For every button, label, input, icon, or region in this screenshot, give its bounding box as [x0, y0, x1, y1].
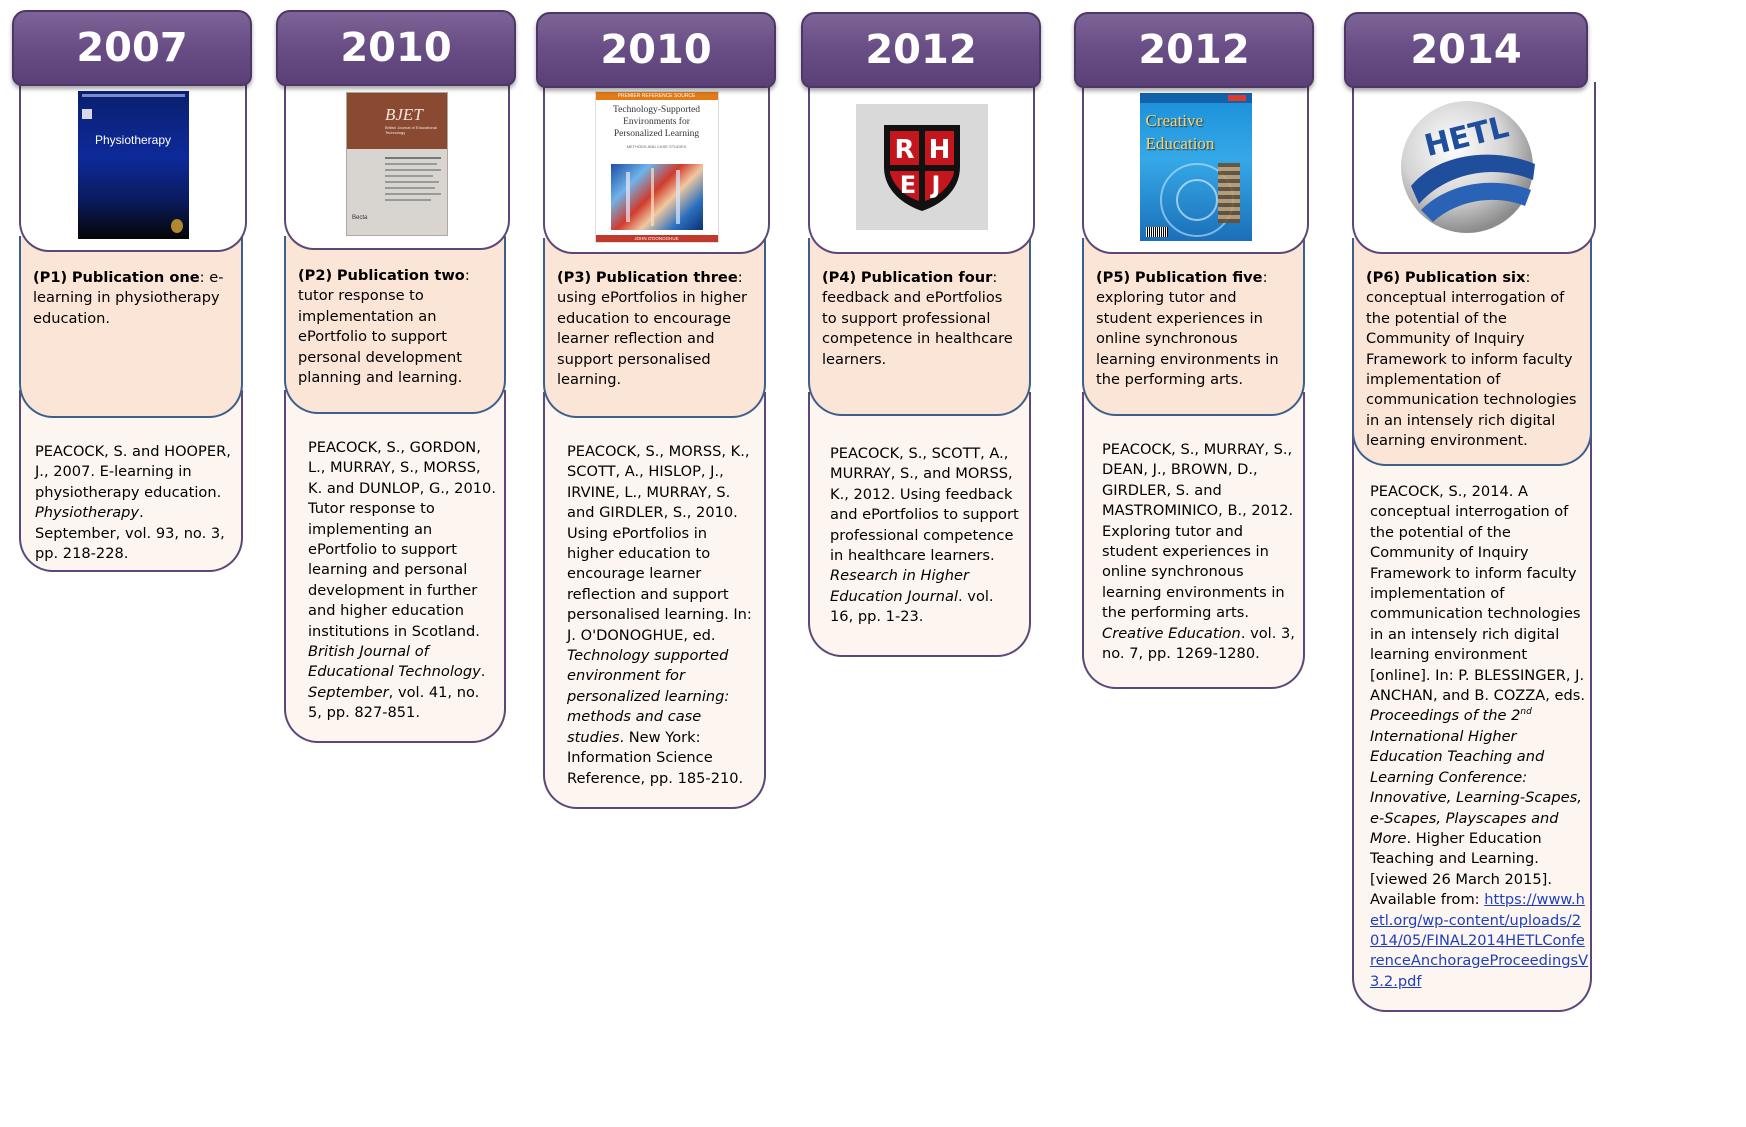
shield-icon: R H E J	[883, 125, 960, 211]
publication-code: (P1)	[33, 269, 68, 286]
reference-text: . Higher Education Teaching and Learning…	[1370, 829, 1552, 909]
journal-name: Research in Higher Education Journal	[830, 567, 970, 605]
journal-name: British Journal of Educational Technolog…	[308, 643, 481, 681]
proceedings-title: Proceedings of the 2	[1370, 707, 1521, 725]
publication-title: : feedback and ePortfolios to support pr…	[822, 269, 1013, 368]
publication-title: : conceptual interrogation of the potent…	[1366, 269, 1577, 450]
reference-box: PEACOCK, S., GORDON, L., MURRAY, S., MOR…	[284, 390, 506, 743]
reference-box: PEACOCK, S., 2014. A conceptual interrog…	[1352, 432, 1592, 1012]
publication-code: (P6)	[1366, 269, 1401, 286]
reference-box: PEACOCK, S., MORSS, K., SCOTT, A., HISLO…	[543, 392, 766, 809]
publication-title: : exploring tutor and student experience…	[1096, 269, 1279, 389]
cover-title: BJET	[385, 105, 423, 124]
globe-icon: HETL	[1401, 101, 1535, 233]
rhej-shield-logo: R H E J	[855, 104, 988, 230]
publication-code: (P4)	[822, 269, 857, 286]
reference-text: , vol. 41, no. 5, pp. 827-851.	[308, 683, 480, 722]
reference-box: PEACOCK, S., SCOTT, A., MURRAY, S., and …	[808, 392, 1031, 657]
cover-subtitle: METHODS AND CASE STUDIES	[626, 144, 687, 149]
publication-title-box: (P6) Publication six: conceptual interro…	[1352, 238, 1592, 466]
publication-code: (P5)	[1096, 269, 1131, 286]
logo-letter: J	[929, 171, 940, 199]
publication-label: Publication one	[71, 269, 200, 286]
journal-issue-month: September	[308, 683, 389, 701]
publication-label: Publication three	[595, 269, 738, 286]
publication-label: Publication five	[1134, 269, 1263, 286]
year-tab: 2007	[12, 10, 252, 86]
reference-text: PEACOCK, S., MURRAY, S., DEAN, J., BROWN…	[1102, 441, 1294, 622]
cover-title: Physiotherapy	[94, 133, 172, 147]
cover-image-frame: Physiotherapy	[19, 80, 247, 252]
reference-text: .	[480, 663, 486, 681]
creative-education-journal-cover: Creative Education	[1139, 93, 1252, 241]
reference-text: PEACOCK, S., MORSS, K., SCOTT, A., HISLO…	[567, 443, 752, 644]
book-title: Technology supported environment for per…	[567, 647, 730, 746]
cover-author: JOHN O'DONOGHUE	[595, 235, 718, 242]
publication-label: Publication six	[1404, 269, 1526, 286]
publication-title: : using ePortfolios in higher education …	[557, 269, 748, 389]
logo-letter: R	[894, 135, 914, 165]
cover-title: Creative Education	[1145, 111, 1215, 153]
publication-title: : e-learning in physiotherapy education.	[33, 269, 224, 327]
journal-name: Creative Education	[1102, 624, 1241, 642]
logo-letter: E	[899, 171, 915, 199]
reference-text: . vol. 3, no. 7, pp. 1269-1280.	[1102, 624, 1295, 663]
reference-text: PEACOCK, S., GORDON, L., MURRAY, S., MOR…	[308, 439, 496, 640]
proceedings-title: International Higher Education Teaching …	[1370, 727, 1582, 847]
reference-text: . vol. 16, pp. 1-23.	[830, 587, 994, 626]
publication-code: (P2)	[298, 267, 333, 284]
publication-title-box: (P5) Publication five: exploring tutor a…	[1082, 238, 1305, 416]
year-tab: 2010	[276, 10, 516, 86]
cover-footer: Becta	[352, 215, 368, 221]
journal-name: Physiotherapy	[35, 504, 140, 522]
book-cover-technology-supported-environments: PREMIER REFERENCE SOURCE Technology-Supp…	[594, 91, 719, 243]
reference-text: . September, vol. 93, no. 3, pp. 218-228…	[35, 504, 225, 563]
physiotherapy-journal-cover: Physiotherapy	[77, 91, 189, 239]
publication-title-box: (P2) Publication two: tutor response to …	[284, 236, 506, 414]
logo-letter: H	[928, 135, 950, 165]
proceedings-url-link[interactable]: https://www.hetl.org/wp-content/uploads/…	[1370, 891, 1589, 990]
cover-title: Technology-Supported Environments for Pe…	[613, 105, 700, 139]
cover-series-label: PREMIER REFERENCE SOURCE	[595, 92, 718, 100]
cover-image-frame: BJET British Journal of Educational Tech…	[284, 80, 510, 250]
cover-subtitle: British Journal of Educational Technolog…	[385, 125, 437, 135]
publication-label: Publication four	[860, 269, 993, 286]
ordinal-suffix: nd	[1520, 707, 1532, 718]
publication-title-box: (P4) Publication four: feedback and ePor…	[808, 238, 1031, 416]
publication-title-box: (P1) Publication one: e-learning in phys…	[19, 236, 243, 418]
cover-image-frame: HETL	[1352, 82, 1596, 254]
publication-title: : tutor response to implementation an eP…	[298, 267, 470, 387]
reference-box: PEACOCK, S. and HOOPER, J., 2007. E-lear…	[19, 390, 243, 572]
publication-label: Publication two	[336, 267, 465, 284]
reference-text: . New York: Information Science Referenc…	[567, 728, 744, 787]
publication-title-box: (P3) Publication three: using ePortfolio…	[543, 238, 766, 418]
reference-text: PEACOCK, S. and HOOPER, J., 2007. E-lear…	[35, 443, 231, 501]
publication-code: (P3)	[557, 269, 592, 286]
cover-image-frame: PREMIER REFERENCE SOURCE Technology-Supp…	[543, 82, 770, 254]
year-tab: 2014	[1344, 12, 1588, 88]
reference-text: PEACOCK, S., SCOTT, A., MURRAY, S., and …	[830, 445, 1019, 565]
reference-box: PEACOCK, S., MURRAY, S., DEAN, J., BROWN…	[1082, 392, 1305, 689]
year-tab: 2012	[801, 12, 1041, 88]
bjet-journal-cover: BJET British Journal of Educational Tech…	[346, 92, 448, 236]
year-tab: 2012	[1074, 12, 1314, 88]
reference-text: PEACOCK, S., 2014. A conceptual interrog…	[1370, 483, 1586, 705]
cover-image-frame: Creative Education	[1082, 82, 1309, 254]
hetl-globe-logo: HETL	[1397, 94, 1537, 240]
year-tab: 2010	[536, 12, 776, 88]
cover-image-frame: R H E J	[808, 82, 1035, 254]
